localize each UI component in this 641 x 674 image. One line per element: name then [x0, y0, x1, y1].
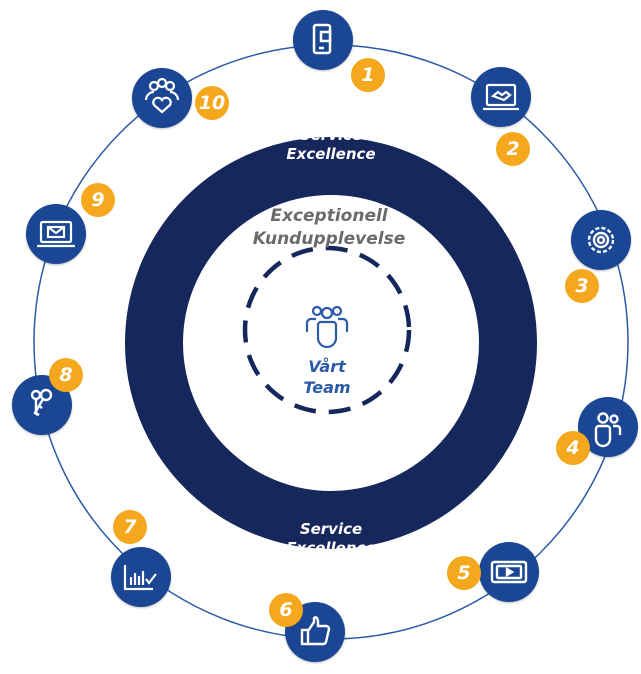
- team-dashed-circle: [242, 245, 412, 415]
- step-badge-2: 2: [496, 132, 530, 166]
- step-node-7: [111, 547, 171, 607]
- step-node-2: [471, 67, 531, 127]
- center-title-line1: Exceptionell: [270, 206, 388, 226]
- step-badge-10: 10: [195, 86, 229, 120]
- team-icon: [305, 305, 349, 349]
- step-node-1: [293, 10, 353, 70]
- team-label: Vårt Team: [267, 356, 387, 398]
- mobile-icon: [312, 23, 332, 55]
- center-title-line2: Kundupplevelse: [252, 229, 406, 249]
- team-label-line2: Team: [303, 378, 351, 397]
- gear-icon: [587, 226, 615, 254]
- step-badge-3: 3: [565, 269, 599, 303]
- step-node-4: [578, 397, 638, 457]
- ring-label-bottom-line1: Service: [299, 520, 363, 538]
- ring-label-top-line2: Excellence: [286, 145, 376, 163]
- laptop-mail-icon: [37, 220, 75, 248]
- step-badge-8: 8: [49, 358, 83, 392]
- ring-label-top-line1: Service: [299, 126, 363, 144]
- step-badge-9: 9: [81, 183, 115, 217]
- users-icon: [594, 412, 622, 448]
- thumbs-up-icon: [300, 616, 331, 646]
- step-node-9: [26, 204, 86, 264]
- service-excellence-ring: [125, 137, 537, 549]
- step-badge-7: 7: [113, 510, 147, 544]
- keys-icon: [30, 388, 53, 416]
- ring-label-top: Service Excellence: [251, 126, 411, 164]
- video-play-icon: [490, 560, 528, 584]
- center-title: Exceptionell Kundupplevelse: [219, 205, 439, 251]
- step-badge-5: 5: [447, 556, 481, 590]
- laptop-handshake-icon: [483, 83, 519, 111]
- step-node-10: [132, 68, 192, 128]
- step-node-3: [571, 210, 631, 270]
- community-heart-icon: [144, 77, 180, 114]
- step-badge-6: 6: [269, 593, 303, 627]
- ring-label-bottom-line2: Excellence: [286, 539, 376, 557]
- step-node-5: [479, 542, 539, 602]
- ring-label-bottom: Service Excellence: [251, 520, 411, 558]
- report-check-icon: [123, 565, 157, 591]
- team-label-line1: Vårt: [308, 357, 346, 376]
- step-badge-4: 4: [556, 431, 590, 465]
- step-badge-1: 1: [351, 58, 385, 92]
